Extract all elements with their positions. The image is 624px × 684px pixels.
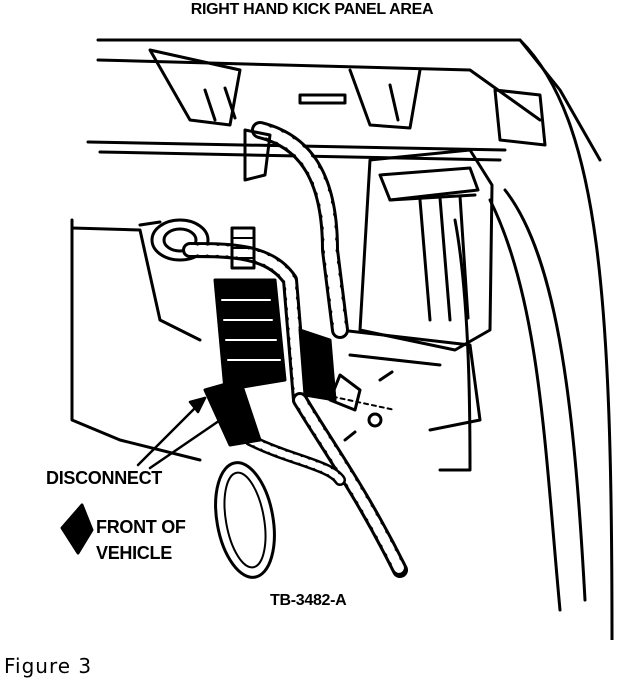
disconnect-arrows <box>136 396 234 470</box>
grommet <box>138 218 210 262</box>
fasteners <box>324 370 396 442</box>
door-frame <box>438 38 614 640</box>
front-of-vehicle-label-line1: FRONT OF <box>96 517 186 537</box>
module-box <box>338 148 494 432</box>
kick-panel-illustration <box>60 38 614 640</box>
disconnect-label: DISCONNECT <box>46 468 163 488</box>
diagram-title: RIGHT HAND KICK PANEL AREA <box>190 1 434 18</box>
oval-grommet <box>214 461 276 579</box>
part-code-label: TB-3482-A <box>270 592 347 609</box>
dashboard-structure <box>86 38 602 162</box>
kick-panel-outline <box>70 218 202 462</box>
wiring-harness <box>182 121 408 578</box>
figure-caption: Figure 3 <box>4 654 93 678</box>
front-arrow-icon <box>60 503 94 555</box>
front-of-vehicle-label-line2: VEHICLE <box>96 543 172 563</box>
